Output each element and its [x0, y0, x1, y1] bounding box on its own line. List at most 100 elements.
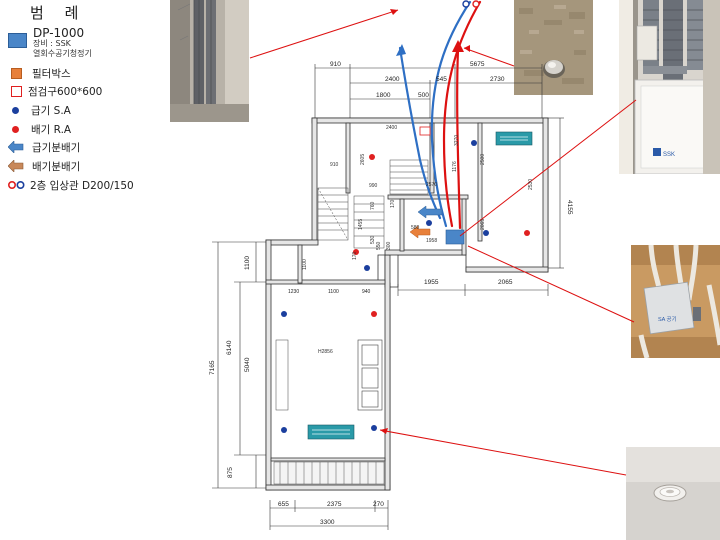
- dim-label: 2730: [490, 76, 505, 83]
- legend-item-filter-box: 필터박스: [8, 64, 71, 82]
- callout-lines: [249, 9, 637, 476]
- exhaust-up-arrow-icon: [452, 40, 464, 52]
- dim-label: 1100: [328, 289, 339, 295]
- sofa: [357, 339, 383, 411]
- dim-label: 580: [411, 225, 420, 231]
- dim-label: 300: [386, 241, 392, 250]
- legend-item-supply: 급기 S.A: [8, 101, 71, 119]
- dim-label: 760: [370, 201, 376, 210]
- dim-label: 940: [362, 289, 371, 295]
- right-dimension-lines: [548, 117, 564, 269]
- dim-label: 4155: [566, 200, 573, 215]
- dim-label: 5040: [244, 357, 251, 372]
- dim-label: 2570: [426, 182, 437, 188]
- access-panel-swatch-icon: [11, 85, 22, 97]
- dim-label: 2400: [385, 76, 400, 83]
- supply-distributor-arrow-icon: [8, 141, 24, 153]
- dim-label: 6140: [226, 340, 233, 355]
- dim-label: 7165: [209, 360, 216, 375]
- dim-label: 5675: [470, 61, 485, 68]
- legend-sub-label: 장비 : SSK: [33, 39, 71, 48]
- legend-label: 필터박스: [32, 67, 71, 80]
- ssk-unit-photo: SSK: [619, 0, 720, 174]
- riser-pipe-icon: [8, 180, 25, 190]
- dim-label: 2605: [360, 154, 366, 165]
- dim-label: 270: [373, 501, 384, 508]
- callout-arrowhead-icon: [390, 9, 398, 15]
- dim-label: 500: [418, 92, 429, 99]
- balcony-railing: [273, 461, 385, 485]
- legend-item-supply-distributor: 급기분배기: [8, 138, 80, 156]
- legend-label: 배기 R.A: [31, 123, 72, 136]
- dim-label: 2530: [528, 179, 534, 190]
- dim-label: 3300: [320, 519, 335, 526]
- legend-label: 2층 입상관 D200/150: [30, 179, 134, 192]
- dim-label: 170: [390, 199, 396, 208]
- dim-label: 655: [278, 501, 289, 508]
- duct-shaft-photo: [170, 0, 249, 122]
- room-label: H2856: [318, 349, 333, 355]
- bottom-dimension-lines: [269, 500, 389, 530]
- top-dimension-lines: [314, 64, 543, 120]
- supply-distributor-photo: SA 공기: [631, 245, 720, 358]
- wall-fixture-photo: [514, 0, 593, 95]
- dim-label: 2500: [480, 154, 486, 165]
- callout-arrowhead-icon: [464, 45, 470, 52]
- dim-label: 2065: [480, 219, 486, 230]
- legend-item-riser: 2층 입상관 D200/150: [8, 176, 134, 194]
- walls: [265, 117, 549, 491]
- ceiling-diffuser-photo: [626, 447, 720, 540]
- dim-label: 2065: [498, 279, 513, 286]
- dim-label: 1100: [244, 256, 251, 270]
- legend-item-equipment: DP-1000: [8, 24, 85, 48]
- dim-label: 170: [352, 251, 358, 260]
- equipment-swatch-icon: [8, 32, 27, 48]
- legend-item-access-panel: 점검구600*600: [8, 82, 102, 100]
- legend-label: 점검구600*600: [28, 85, 103, 98]
- left-dimension-lines: [212, 241, 270, 489]
- dim-label: 530: [370, 235, 376, 244]
- dim-label: 1955: [424, 279, 439, 286]
- dim-label: 1230: [288, 289, 299, 295]
- dim-label: 2400: [386, 125, 397, 131]
- duct-routes: [398, 0, 482, 230]
- tv-unit: [275, 339, 289, 411]
- exhaust-distributor-arrow-icon: [8, 160, 24, 172]
- legend-label: DP-1000: [33, 26, 85, 40]
- dim-label: 1100: [302, 259, 308, 270]
- supply-dot-icon: [12, 106, 19, 114]
- dim-label: 910: [330, 162, 339, 168]
- exhaust-distributor-arrow: [409, 225, 431, 239]
- legend-item-exhaust-distributor: 배기분배기: [8, 157, 80, 175]
- air-conditioner-upper: [495, 131, 533, 146]
- legend-title: 범 례: [30, 4, 87, 22]
- dim-label: 2375: [327, 501, 342, 508]
- riser-pipe-marker: [462, 0, 480, 8]
- exhaust-grilles: [353, 154, 530, 431]
- dim-label: 910: [330, 61, 341, 68]
- sa-label: SA 공기: [658, 315, 677, 323]
- legend-item-exhaust: 배기 R.A: [8, 120, 71, 138]
- legend-label: 배기분배기: [32, 160, 81, 173]
- dim-label: 875: [227, 467, 234, 478]
- dp1000-equipment: [445, 229, 465, 245]
- middle-dimension-lines: [397, 284, 549, 296]
- supply-distributor-arrow: [417, 205, 443, 219]
- dim-label: 1455: [358, 219, 364, 230]
- legend-label: 급기 S.A: [31, 104, 71, 117]
- supply-grilles: [281, 140, 489, 433]
- dim-label: 550: [376, 241, 382, 250]
- dim-label: 990: [369, 183, 378, 189]
- air-conditioner-lower: [307, 424, 355, 440]
- filter-box-swatch-icon: [11, 67, 22, 79]
- callout-arrowhead-icon: [380, 428, 388, 434]
- dim-label: 1176: [452, 161, 458, 172]
- access-panel-marker: [419, 126, 431, 136]
- dim-label: 1800: [376, 92, 391, 99]
- dim-label: 545: [436, 76, 447, 83]
- ssk-brand-label: SSK: [663, 152, 675, 158]
- dim-label: 3270: [454, 135, 460, 146]
- dim-label: 1958: [426, 238, 437, 244]
